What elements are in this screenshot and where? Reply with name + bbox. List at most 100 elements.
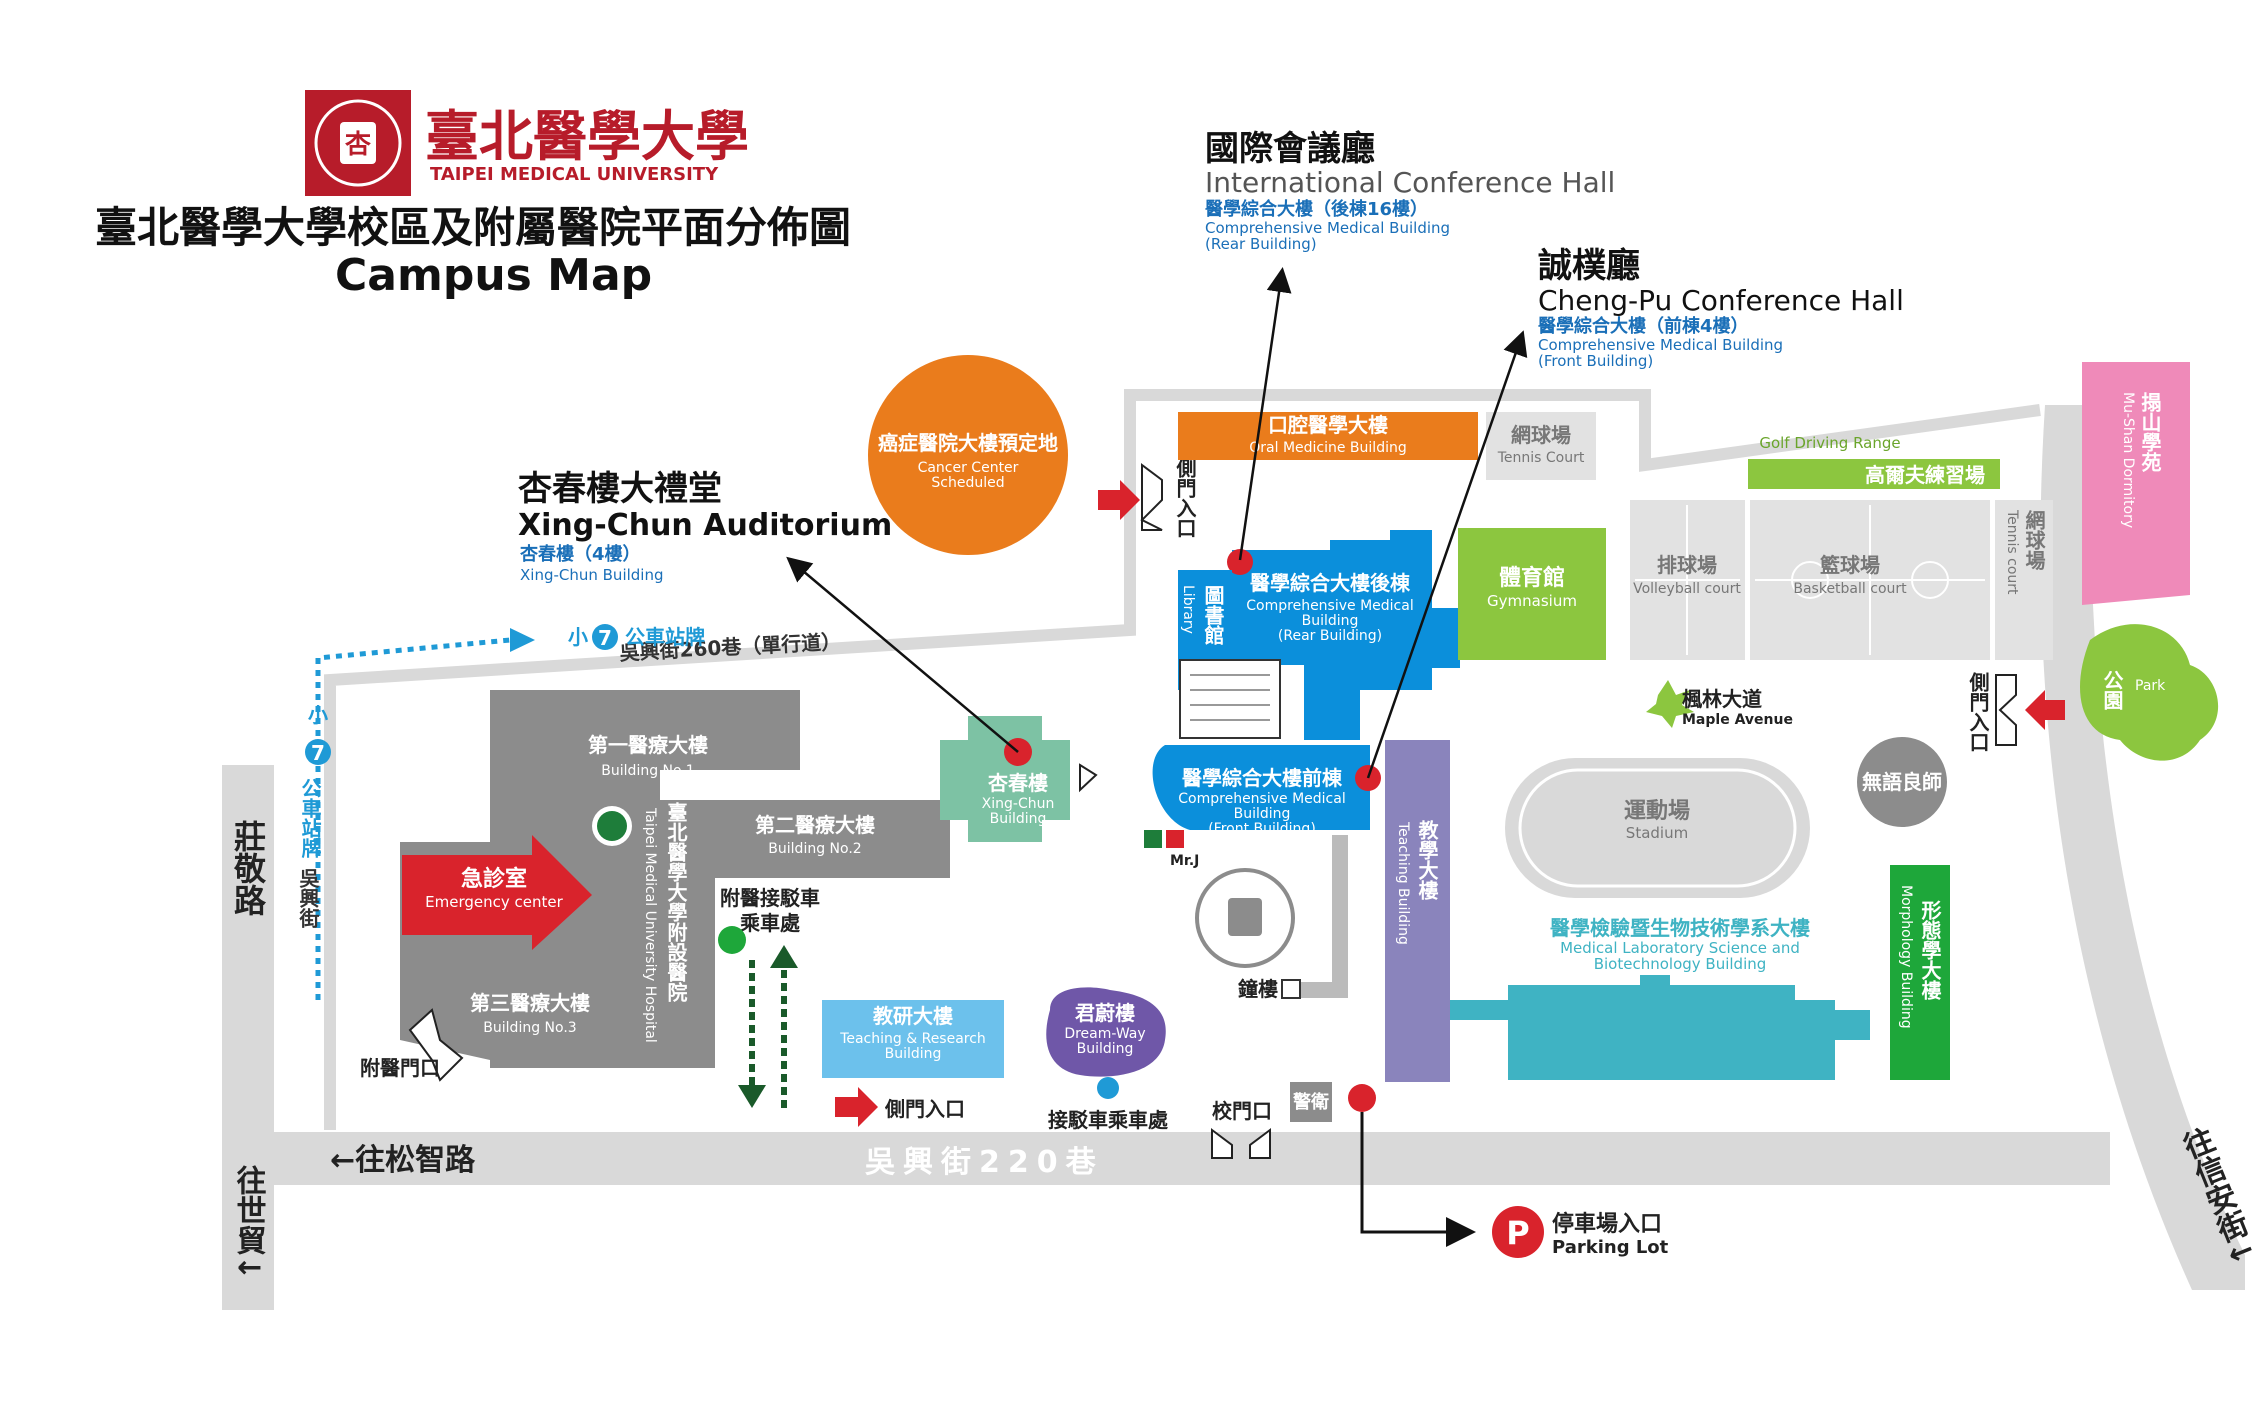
tmu-logo: 杏 xyxy=(305,90,411,196)
comprehensive-front-building xyxy=(1152,745,1370,830)
svg-text:Comprehensive Medical Building: Comprehensive Medical Building xyxy=(1205,219,1450,237)
oral-medicine-building xyxy=(1178,412,1478,460)
svg-text:Building No.1: Building No.1 xyxy=(601,763,694,779)
svg-text:Gymnasium: Gymnasium xyxy=(1487,592,1577,610)
svg-text:Cancer Center: Cancer Center xyxy=(918,460,1019,476)
bus-stop-top: 小 7 公車站牌 xyxy=(568,624,705,650)
svg-text:7: 7 xyxy=(311,741,325,765)
svg-text:排球場: 排球場 xyxy=(1657,553,1717,577)
svg-text:Volleyball court: Volleyball court xyxy=(1633,581,1741,597)
logo-chinese-text: 臺北醫學大學 xyxy=(425,104,749,168)
tennis-court-top xyxy=(1486,412,1596,480)
svg-text:君蔚樓: 君蔚樓 xyxy=(1075,1001,1135,1025)
volleyball-court xyxy=(1630,500,1745,660)
svg-text:Library: Library xyxy=(1180,585,1196,634)
svg-text:圖書館: 圖書館 xyxy=(1201,585,1225,646)
svg-text:網球場: 網球場 xyxy=(2022,509,2046,570)
svg-text:Park: Park xyxy=(2135,678,2166,694)
bus-stop-left: 小 7 公車站牌 吳興街 xyxy=(296,703,331,929)
svg-text:公車站牌: 公車站牌 xyxy=(625,625,705,649)
road-zhuangjing-label: 莊敬路 xyxy=(229,820,267,916)
hospital-name-en: Taipei Medical University Hospital xyxy=(642,807,658,1043)
svg-text:醫學綜合大樓後棟: 醫學綜合大樓後棟 xyxy=(1250,571,1411,595)
parking-label-zh: 停車場入口 xyxy=(1552,1211,1662,1237)
svg-text:警衛: 警衛 xyxy=(1293,1091,1329,1113)
svg-text:Building: Building xyxy=(1234,806,1291,822)
svg-text:教學大樓: 教學大樓 xyxy=(1415,819,1439,901)
svg-text:籃球場: 籃球場 xyxy=(1819,553,1880,577)
svg-text:Basketball court: Basketball court xyxy=(1793,581,1907,597)
parking-start-dot xyxy=(1348,1084,1376,1112)
dreamway-building xyxy=(1046,987,1166,1077)
stadium xyxy=(1505,758,1810,898)
park xyxy=(2080,624,2219,761)
side-gate-top-label: 側門入口 xyxy=(1173,458,1197,538)
svg-text:Morphology Building: Morphology Building xyxy=(1898,885,1914,1029)
xingchun-aud-title-zh: 杏春樓大禮堂 xyxy=(518,469,722,509)
svg-text:教研大樓: 教研大樓 xyxy=(873,1004,953,1028)
mushan-dormitory xyxy=(2082,362,2190,605)
svg-text:P: P xyxy=(1506,1214,1529,1252)
library-building xyxy=(1178,570,1232,662)
shuttle-hospital-label-1: 附醫接駁車 xyxy=(720,886,820,910)
convenience-store-icon xyxy=(1144,830,1162,848)
svg-text:癌症醫院大樓預定地: 癌症醫院大樓預定地 xyxy=(878,431,1058,455)
svg-text:Scheduled: Scheduled xyxy=(931,475,1004,491)
side-gate-bottom-arrow xyxy=(835,1087,878,1127)
parking-route xyxy=(1360,1112,1476,1247)
bus-7-icon-left xyxy=(305,739,331,765)
hospital-gate-icon xyxy=(408,1008,464,1082)
svg-text:Biotechnology Building: Biotechnology Building xyxy=(1594,955,1767,973)
page-title-zh: 臺北醫學大學校區及附屬醫院平面分佈圖 xyxy=(95,203,851,252)
svg-text:形態學大樓: 形態學大樓 xyxy=(1918,900,1942,1001)
tmu-seal-icon xyxy=(1195,868,1295,968)
svg-text:杏春樓（4樓）: 杏春樓（4樓） xyxy=(520,543,641,565)
hospital-gate-label: 附醫門口 xyxy=(360,1056,440,1080)
svg-text:Tennis court: Tennis court xyxy=(2004,509,2020,595)
side-gate-right-label: 側門入口 xyxy=(1966,672,1990,752)
page-title-en: Campus Map xyxy=(335,250,652,301)
svg-text:Building No.3: Building No.3 xyxy=(483,1020,576,1036)
intl-hall-title-zh: 國際會議廳 xyxy=(1205,129,1375,169)
svg-text:Golf Driving Range: Golf Driving Range xyxy=(1759,434,1900,452)
svg-text:運動場: 運動場 xyxy=(1624,799,1690,824)
svg-text:第三醫療大樓: 第三醫療大樓 xyxy=(470,991,590,1015)
intl-hall-title-en: International Conference Hall xyxy=(1205,166,1615,199)
svg-text:Medical Laboratory Science and: Medical Laboratory Science and xyxy=(1560,939,1800,957)
maple-leaf-icon xyxy=(1646,680,1694,728)
road-songzhi-label: ←往松智路 xyxy=(330,1143,476,1178)
svg-text:Comprehensive Medical: Comprehensive Medical xyxy=(1178,791,1345,807)
side-gate-top-arrow xyxy=(1098,480,1140,520)
mrj-icon xyxy=(1166,830,1184,848)
svg-text:口腔醫學大樓: 口腔醫學大樓 xyxy=(1268,413,1388,437)
svg-text:高爾夫練習場: 高爾夫練習場 xyxy=(1865,463,1985,487)
svg-text:(Front Building): (Front Building) xyxy=(1208,821,1316,837)
guard-booth xyxy=(1290,1082,1332,1122)
hospital-name-zh: 臺北醫學大學附設醫院 xyxy=(664,802,688,1003)
side-gate-right-icon xyxy=(1995,674,2017,746)
golf-range xyxy=(1748,459,2000,489)
walkway xyxy=(1290,835,1348,998)
svg-text:Oral Medicine Building: Oral Medicine Building xyxy=(1249,440,1406,456)
side-gate-right-arrow xyxy=(2025,690,2065,730)
svg-text:Teaching Building: Teaching Building xyxy=(1395,821,1411,945)
parking-label-en: Parking Lot xyxy=(1552,1237,1669,1258)
morphology-building xyxy=(1890,865,1950,1080)
gymnasium xyxy=(1458,528,1606,660)
shuttle-hospital-label-2: 乘車處 xyxy=(739,911,800,935)
svg-text:Mr.J: Mr.J xyxy=(1170,853,1199,869)
campus-boundary xyxy=(324,389,2041,1130)
svg-text:杏: 杏 xyxy=(345,130,371,160)
chengpu-hall-title-en: Cheng-Pu Conference Hall xyxy=(1538,284,1904,317)
road-wuxing220-label: 吳興街220巷 xyxy=(865,1145,1104,1180)
svg-text:第一醫療大樓: 第一醫療大樓 xyxy=(588,733,708,757)
intl-hall-marker xyxy=(1227,549,1253,575)
svg-text:醫學綜合大樓前棟: 醫學綜合大樓前棟 xyxy=(1182,766,1343,790)
svg-text:Building: Building xyxy=(1077,1041,1134,1057)
bell-tower-icon xyxy=(1281,979,1301,999)
svg-text:Tennis Court: Tennis Court xyxy=(1497,450,1585,466)
svg-text:(Rear Building): (Rear Building) xyxy=(1205,235,1317,253)
roads xyxy=(222,405,2245,1310)
